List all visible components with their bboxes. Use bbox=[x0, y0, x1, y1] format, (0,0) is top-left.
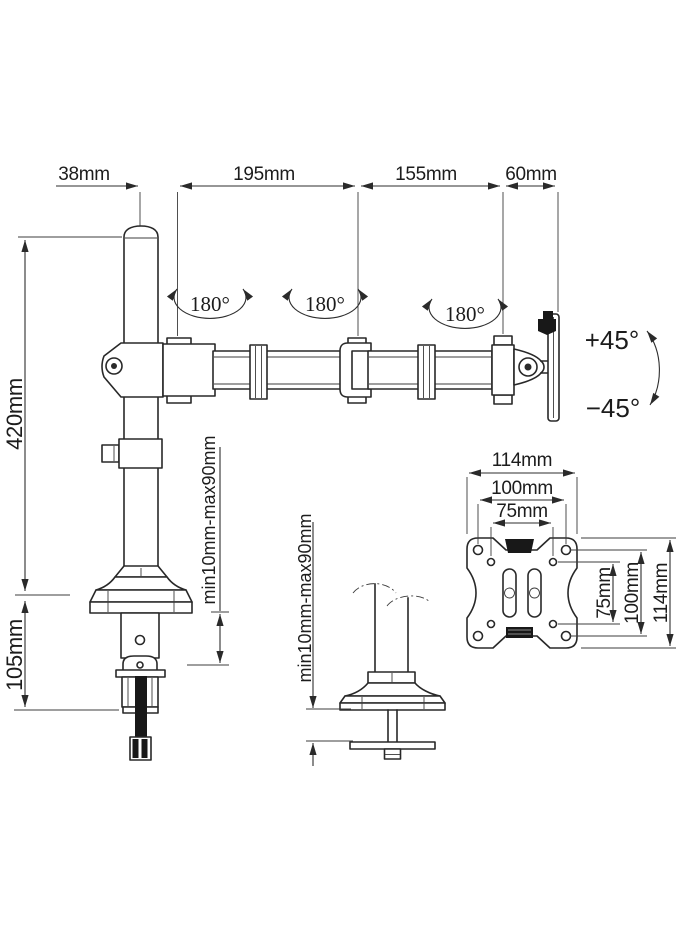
vesa-dim-75w-ticks bbox=[490, 527, 554, 556]
vesa-dim-114w-ticks bbox=[466, 477, 578, 534]
dim-195mm-label: 195mm bbox=[233, 164, 295, 185]
arm-clamp-knob-center bbox=[111, 363, 117, 369]
clamp-t-handle-grip-left bbox=[132, 739, 139, 758]
swivel-label-2: 180° bbox=[305, 292, 345, 316]
vesa-dim-75h-exts bbox=[558, 561, 620, 625]
clamp-range-grommet-label: min10mm-max90mm bbox=[295, 513, 315, 682]
grommet-base-flare bbox=[344, 682, 441, 697]
pole-collar bbox=[118, 438, 163, 469]
vesa-100h-label: 100mm bbox=[622, 562, 643, 624]
base-seams bbox=[107, 568, 175, 612]
grommet-base-rim bbox=[339, 702, 446, 711]
grommet-nut bbox=[383, 748, 402, 760]
grommet-bolt bbox=[387, 709, 398, 743]
dim-38mm-label: 38mm bbox=[58, 164, 110, 185]
arm-tab-bottom-3 bbox=[493, 394, 513, 405]
tilt-down-label: −45° bbox=[586, 393, 641, 423]
grommet-pole-edges bbox=[374, 583, 409, 673]
vesa-hole-75-br bbox=[548, 619, 558, 629]
vesa-hole-100-tl bbox=[472, 544, 484, 556]
swivel-arrow-1 bbox=[166, 288, 254, 319]
vesa-dim-100h-exts bbox=[570, 549, 647, 637]
pivot-center bbox=[524, 363, 532, 371]
break-mark-left bbox=[352, 583, 397, 594]
tilt-annotation: +45° −45° bbox=[585, 325, 660, 423]
clamp-range-pole-label: min10mm-max90mm bbox=[199, 435, 219, 604]
base-flare bbox=[95, 576, 187, 591]
vesa-slot-right-spring bbox=[529, 587, 540, 599]
vesa-hole-75-tl bbox=[486, 557, 496, 567]
base-rim bbox=[89, 601, 193, 614]
vesa-hole-75-bl bbox=[486, 619, 496, 629]
vesa-plate-drawing: 114mm 100mm 75mm 75mm 100mm 114mm bbox=[466, 450, 676, 649]
clamp-body-seams bbox=[127, 678, 153, 706]
cable-clip-2-seams bbox=[423, 346, 430, 398]
collar-knob bbox=[101, 444, 120, 463]
swivel-label-1: 180° bbox=[190, 292, 230, 316]
clamp-dome-hole bbox=[136, 661, 144, 669]
clamp-column bbox=[120, 612, 160, 659]
clamp-pad-bar bbox=[115, 669, 166, 678]
vesa-75w-label: 75mm bbox=[496, 501, 548, 522]
pole-assembly bbox=[89, 225, 193, 761]
tilt-head bbox=[491, 311, 560, 422]
arm-bracket-plate bbox=[162, 343, 216, 397]
swivel-arrow-2 bbox=[281, 288, 369, 319]
tilt-arc-arrow bbox=[646, 330, 660, 406]
grommet-plate bbox=[349, 741, 436, 750]
base-bevel bbox=[89, 589, 193, 603]
vesa-hole-100-tr bbox=[560, 544, 572, 556]
cable-clip-1 bbox=[249, 344, 268, 400]
vesa-top-tab bbox=[505, 539, 534, 553]
arm-tab-top-3 bbox=[493, 335, 513, 346]
grommet-drawing: min10mm-max90mm bbox=[295, 513, 446, 766]
vesa-bottom-tab bbox=[506, 627, 533, 638]
grommet-base-seams bbox=[361, 697, 425, 709]
cable-clip-2 bbox=[417, 344, 436, 400]
vesa-100w-label: 100mm bbox=[491, 478, 553, 499]
vesa-bottom-tab-hatch bbox=[508, 629, 531, 635]
vesa-114h-label: 114mm bbox=[651, 563, 672, 623]
cable-clip-1-seams bbox=[255, 346, 262, 398]
top-dimensions: 38mm 195mm 155mm 60mm bbox=[56, 164, 559, 336]
vesa-hole-100-br bbox=[560, 630, 572, 642]
clamp-foot-left bbox=[122, 706, 137, 714]
dim-420mm-label: 420mm bbox=[2, 378, 27, 450]
clamp-foot-right bbox=[145, 706, 159, 714]
grommet-base-cone bbox=[367, 671, 416, 684]
vesa-slot-right bbox=[527, 568, 542, 618]
arm-tube-1-highlights bbox=[214, 356, 340, 385]
clamp-range-pole: min10mm-max90mm bbox=[187, 435, 229, 666]
break-mark-right bbox=[386, 595, 431, 607]
head-bracket bbox=[491, 344, 515, 396]
vesa-75h-label: 75mm bbox=[594, 567, 615, 619]
dim-60mm-label: 60mm bbox=[505, 164, 557, 185]
vesa-slot-left-spring bbox=[504, 587, 515, 599]
vesa-dim-100w-ticks bbox=[477, 504, 567, 544]
tilt-up-label: +45° bbox=[585, 325, 640, 355]
clamp-threaded-rod bbox=[135, 676, 147, 737]
swivel-label-3: 180° bbox=[445, 302, 485, 326]
clamp-column-hole bbox=[134, 634, 146, 646]
clamp-t-handle-grip-right bbox=[141, 739, 148, 758]
arm-pole-clamp bbox=[101, 342, 164, 398]
left-dimensions: 420mm 105mm bbox=[2, 236, 122, 711]
dim-105mm-label: 105mm bbox=[2, 619, 27, 691]
quick-release-clip-top bbox=[543, 311, 553, 319]
vesa-slot-left bbox=[502, 568, 517, 618]
vesa-114w-label: 114mm bbox=[492, 450, 552, 471]
dim-155mm-label: 155mm bbox=[395, 164, 457, 185]
vesa-dim-114h-exts bbox=[581, 537, 676, 649]
quick-release-clip bbox=[538, 319, 556, 335]
vesa-hole-100-bl bbox=[472, 630, 484, 642]
swivel-annotations: 180° 180° 180° bbox=[166, 288, 509, 329]
arm-elbow-joint bbox=[339, 342, 372, 398]
vesa-hole-75-tr bbox=[548, 557, 558, 567]
arm-assembly bbox=[101, 335, 513, 405]
grommet-base-bevel bbox=[339, 695, 446, 704]
swivel-arrow-3 bbox=[421, 298, 509, 329]
